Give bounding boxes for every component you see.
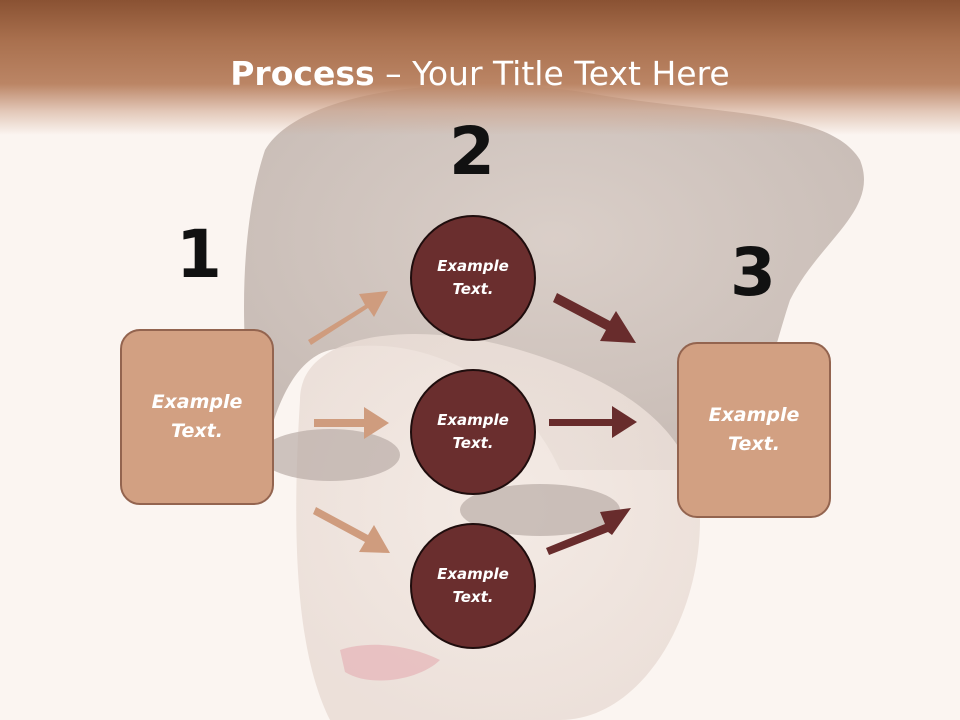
step-1-box: Example Text. [120, 329, 274, 505]
title-rest: – Your Title Text Here [374, 54, 730, 93]
step-number-2: 2 [449, 113, 495, 190]
title-bar: Process – Your Title Text Here [0, 0, 960, 135]
title-bold: Process [230, 54, 375, 93]
step-number-3: 3 [730, 234, 776, 311]
arrow-bottom-to-3 [546, 508, 631, 555]
step-2-circle-bottom: Example Text. [410, 523, 536, 649]
step-2-circle-middle-text: Example Text. [437, 411, 509, 452]
step-3-text: Example Text. [708, 404, 800, 455]
arrow-1-to-top [308, 291, 388, 345]
step-2-circle-top-text: Example Text. [437, 257, 509, 298]
step-1-text: Example Text. [151, 391, 243, 442]
step-2-circle-bottom-text: Example Text. [437, 565, 509, 606]
arrow-top-to-3 [553, 293, 636, 343]
step-number-1: 1 [176, 216, 222, 293]
slide-title: Process – Your Title Text Here [0, 52, 960, 96]
step-2-circle-middle: Example Text. [410, 369, 536, 495]
arrow-1-to-middle [314, 407, 389, 439]
step-2-circle-top: Example Text. [410, 215, 536, 341]
arrow-middle-to-3 [549, 406, 637, 438]
step-3-box: Example Text. [677, 342, 831, 518]
arrow-1-to-bottom [313, 507, 390, 553]
